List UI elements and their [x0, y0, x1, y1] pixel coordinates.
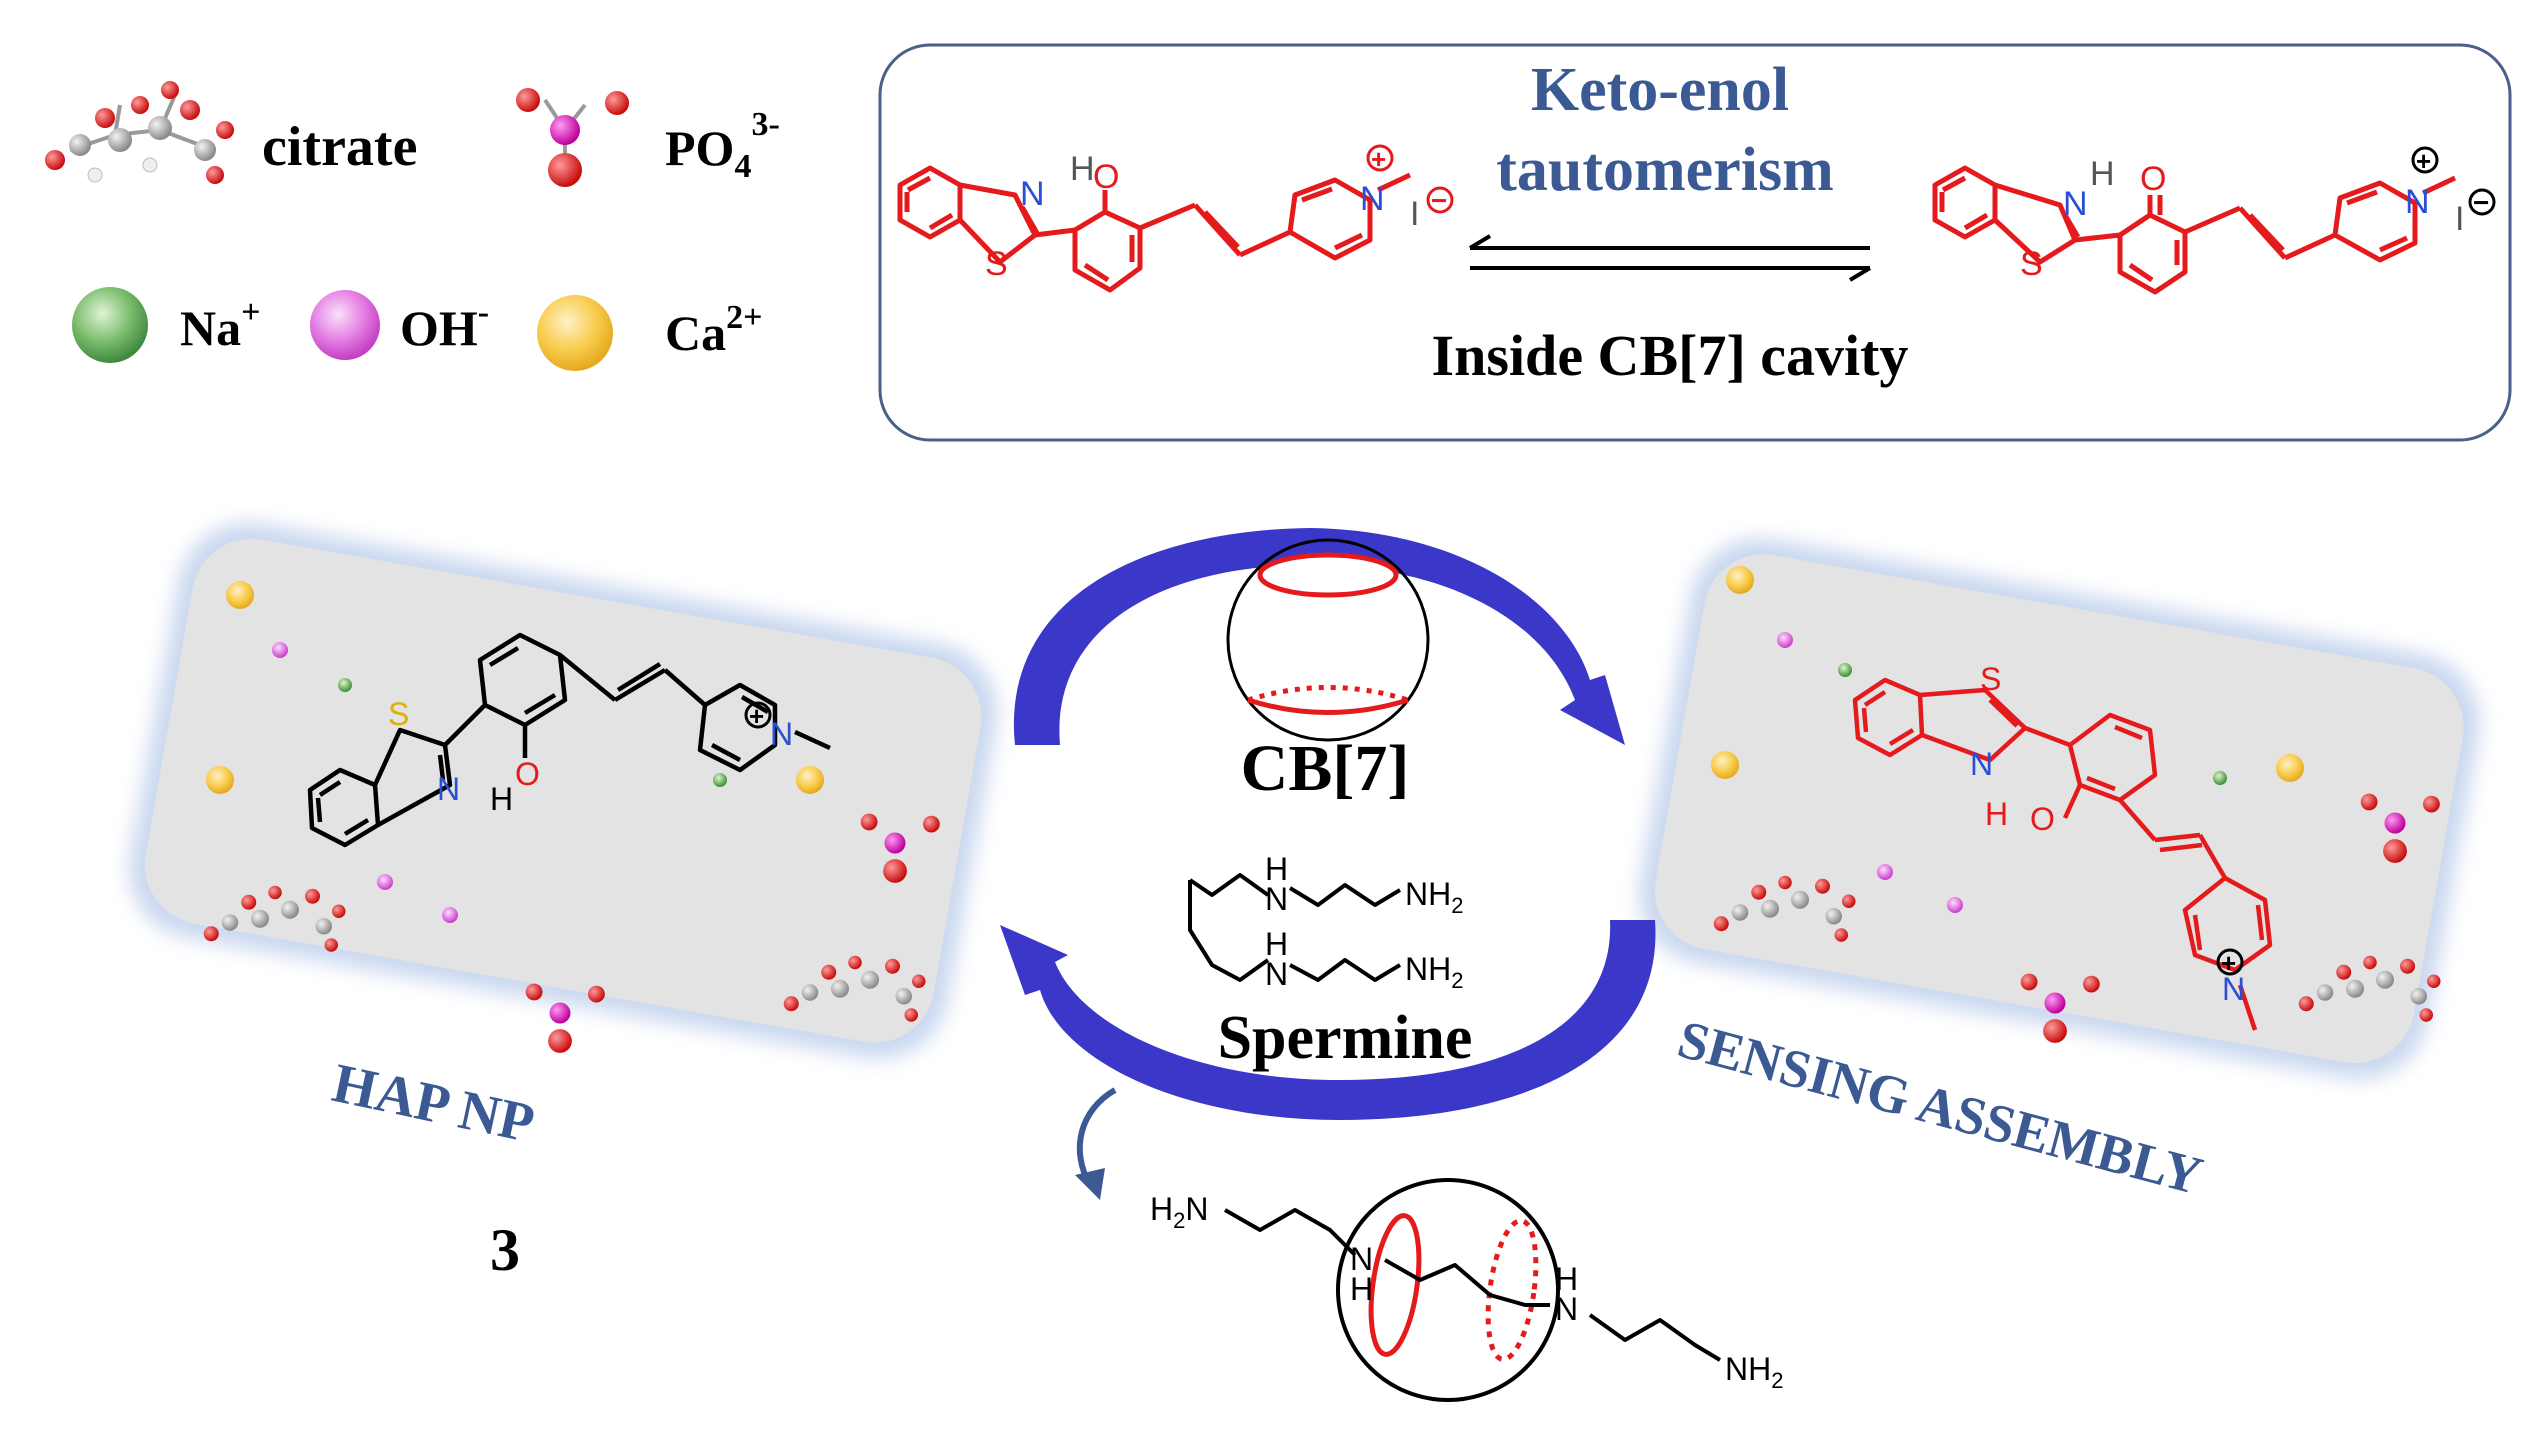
- free-dye-h-label: H: [490, 781, 513, 817]
- keto-s-label: S: [2020, 245, 2043, 283]
- spermine-nh-bot-h: H: [1265, 926, 1288, 962]
- top-cycle-arrow: [1013, 528, 1625, 745]
- sodium-ion-icon: [72, 287, 148, 363]
- bound-dye-plus-sign: +: [2221, 948, 2236, 978]
- keto-atom-labels: N H S O N I + −: [2020, 146, 2496, 283]
- keto-plus-sign: +: [2416, 146, 2431, 176]
- tautomerism-title-line1: Keto-enol: [1531, 56, 1789, 124]
- complex-nh-left-n: N: [1350, 1241, 1373, 1277]
- legend: citrate PO43- Na+ OH- Ca2+: [45, 81, 780, 371]
- enol-h-label: H: [1070, 150, 1095, 188]
- bound-dye-plus-badge: [2216, 948, 2244, 976]
- tautomer-box: N S H O N I + − Keto-enol tautomerism In…: [878, 43, 2512, 442]
- hydroxide-ion-icon: [310, 290, 380, 360]
- spermine-cb7-complex: H2N N H H N NH2: [1150, 1178, 1783, 1402]
- complex-atom-labels: H2N N H H N NH2: [1150, 1191, 1783, 1393]
- enol-o-label: O: [1093, 158, 1119, 196]
- complex-h2n-label: H2N: [1150, 1191, 1208, 1233]
- free-dye-n-label: N: [437, 771, 460, 807]
- keto-iodide-label: I: [2455, 200, 2464, 238]
- complex-nh2-label: NH2: [1725, 1351, 1783, 1393]
- legend-citrate-label: citrate: [262, 116, 417, 178]
- enol-plus-badge: [1366, 144, 1394, 172]
- complex-nh-right-h: H: [1555, 1261, 1578, 1297]
- bound-dye-n-label: N: [1970, 746, 1993, 782]
- legend-calcium-label: Ca2+: [665, 299, 762, 361]
- enol-npyr-label: N: [1360, 180, 1385, 218]
- spermine-nh-top-n: N: [1265, 881, 1288, 917]
- free-dye-plus-sign: +: [749, 701, 764, 731]
- spermine-atom-labels: H N NH2 H N NH2: [1265, 851, 1463, 993]
- phosphate-icon: [516, 88, 629, 187]
- calcium-ion-icon: [537, 295, 613, 371]
- enol-iodide-label: I: [1410, 195, 1419, 233]
- bound-dye-atom-labels: S N H O N +: [1970, 661, 2245, 1007]
- enol-plus-sign: +: [1371, 144, 1386, 174]
- cycle: CB[7] H N NH2 H N NH2 Spermine: [1000, 528, 1656, 1200]
- spermine-nh2-bot: NH2: [1405, 951, 1463, 993]
- spermine-structure: [1188, 873, 1402, 982]
- cb7-macrocycle-icon: [1226, 538, 1430, 742]
- bound-dye-h-label: H: [1985, 796, 2008, 832]
- enol-tautomer-structure: [897, 165, 1412, 293]
- free-dye-npyr-label: N: [770, 716, 793, 752]
- enol-minus-sign: −: [1431, 185, 1447, 216]
- keto-nh-label: H: [2090, 155, 2115, 193]
- keto-npyr-label: N: [2405, 183, 2430, 221]
- equilibrium-arrows: [1468, 234, 1872, 282]
- legend-sodium-label: Na+: [180, 294, 260, 356]
- spermine-label: Spermine: [1218, 1004, 1473, 1072]
- bound-dye-s-label: S: [1980, 661, 2001, 697]
- legend-phosphate-label: PO43-: [665, 106, 780, 185]
- enol-n-label: N: [1020, 175, 1045, 213]
- free-dye-atom-labels: S N H O N +: [388, 696, 793, 817]
- keto-plus-badge: [2411, 146, 2439, 174]
- complex-nh-left-h: H: [1350, 1271, 1373, 1307]
- spermine-nh2-top: NH2: [1405, 876, 1463, 918]
- free-dye-plus-badge: [744, 701, 772, 729]
- dye-structure-bound: [1852, 677, 2273, 1031]
- complex-nh-right-n: N: [1555, 1291, 1578, 1327]
- complex-pointer-arrowhead: [1075, 1168, 1105, 1200]
- keto-o-label: O: [2140, 160, 2166, 198]
- dye-structure-free: [307, 632, 831, 848]
- bottom-cycle-arrow: [1000, 920, 1656, 1120]
- enol-minus-badge: [1426, 186, 1454, 214]
- enol-atom-labels: N S H O N I + −: [985, 144, 1454, 283]
- citrate-icon: [45, 81, 234, 184]
- bound-dye-o-label: O: [2030, 801, 2055, 837]
- keto-minus-sign: −: [2473, 187, 2489, 218]
- legend-hydroxide-label: OH-: [400, 294, 489, 356]
- spermine-nh-top-h: H: [1265, 851, 1288, 887]
- compound-number: 3: [490, 1217, 520, 1283]
- spermine-nh-bot-n: N: [1265, 956, 1288, 992]
- free-dye-o-label: O: [515, 756, 540, 792]
- keto-n-label: N: [2063, 185, 2088, 223]
- sensing-assembly-panel: S N H O N + SENSING ASSEMBLY: [1639, 538, 2480, 1206]
- free-dye-s-label: S: [388, 696, 409, 732]
- hap-np-label: HAP NP: [327, 1052, 539, 1155]
- hap-np-panel: S N H O N + HAP NP: [129, 522, 998, 1155]
- enol-s-label: S: [985, 245, 1008, 283]
- keto-tautomer-structure: [1932, 165, 2457, 295]
- cb7-label: CB[7]: [1241, 732, 1410, 805]
- bound-dye-npyr-label: N: [2222, 971, 2245, 1007]
- tautomerism-title-line2: tautomerism: [1496, 136, 1833, 204]
- tautomerism-caption: Inside CB[7] cavity: [1432, 323, 1909, 388]
- keto-minus-badge: [2468, 188, 2496, 216]
